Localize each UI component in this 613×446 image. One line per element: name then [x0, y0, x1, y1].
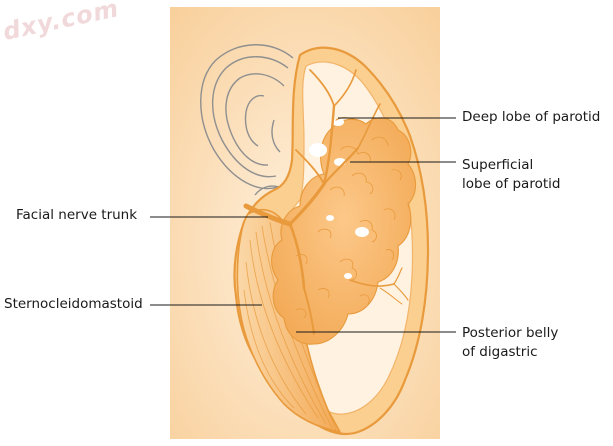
- label-digastric-line1: Posterior belly: [462, 324, 558, 343]
- label-digastric-line2: of digastric: [462, 343, 538, 362]
- label-superficial-lobe-line2: lobe of parotid: [462, 175, 560, 194]
- label-facial-nerve-trunk: Facial nerve trunk: [16, 206, 137, 225]
- label-sternocleidomastoid: Sternocleidomastoid: [4, 295, 143, 314]
- label-deep-lobe: Deep lobe of parotid: [462, 108, 600, 127]
- label-superficial-lobe-line1: Superficial: [462, 156, 533, 175]
